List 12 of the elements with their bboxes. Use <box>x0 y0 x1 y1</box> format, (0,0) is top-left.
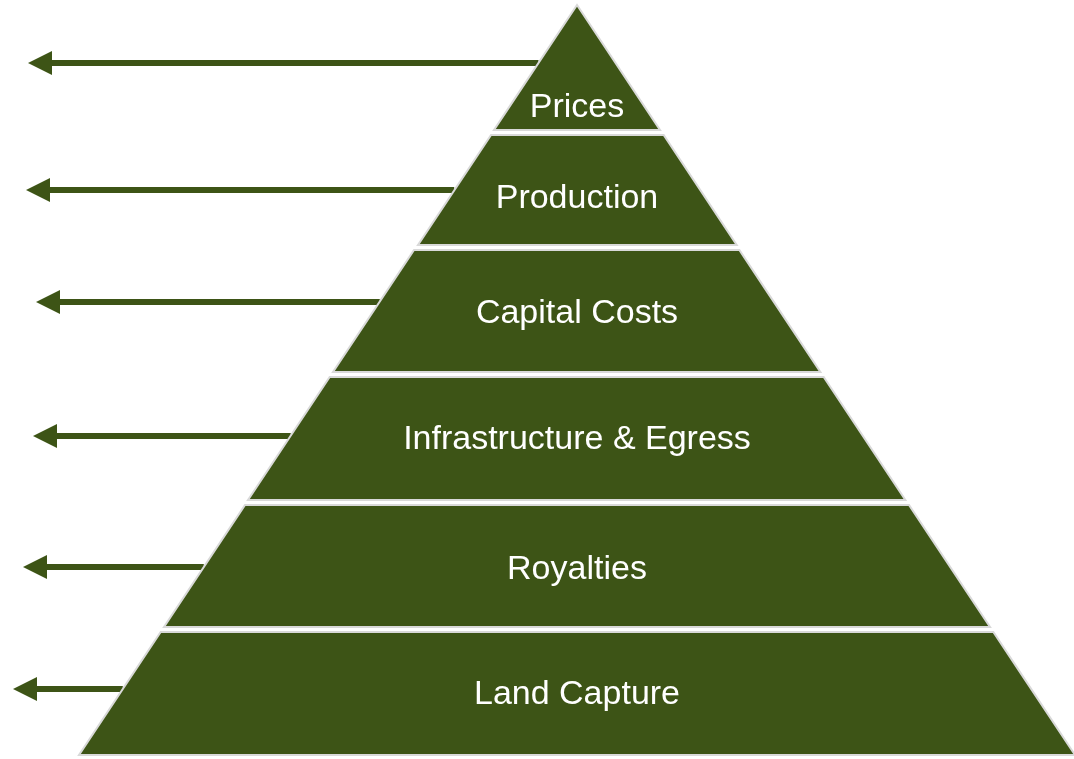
layer-label: Production <box>495 176 659 216</box>
arrow <box>28 51 539 75</box>
arrow <box>13 677 123 701</box>
layer-label: Capital Costs <box>475 291 679 331</box>
layer-label: Prices <box>529 85 625 125</box>
layer-label: Land Capture <box>474 672 680 712</box>
arrow <box>26 178 455 202</box>
layer-label: Infrastructure & Egress <box>403 417 751 457</box>
arrow <box>23 555 204 579</box>
arrow <box>33 424 291 448</box>
layer-label: Royalties <box>507 547 647 587</box>
arrow <box>36 290 380 314</box>
